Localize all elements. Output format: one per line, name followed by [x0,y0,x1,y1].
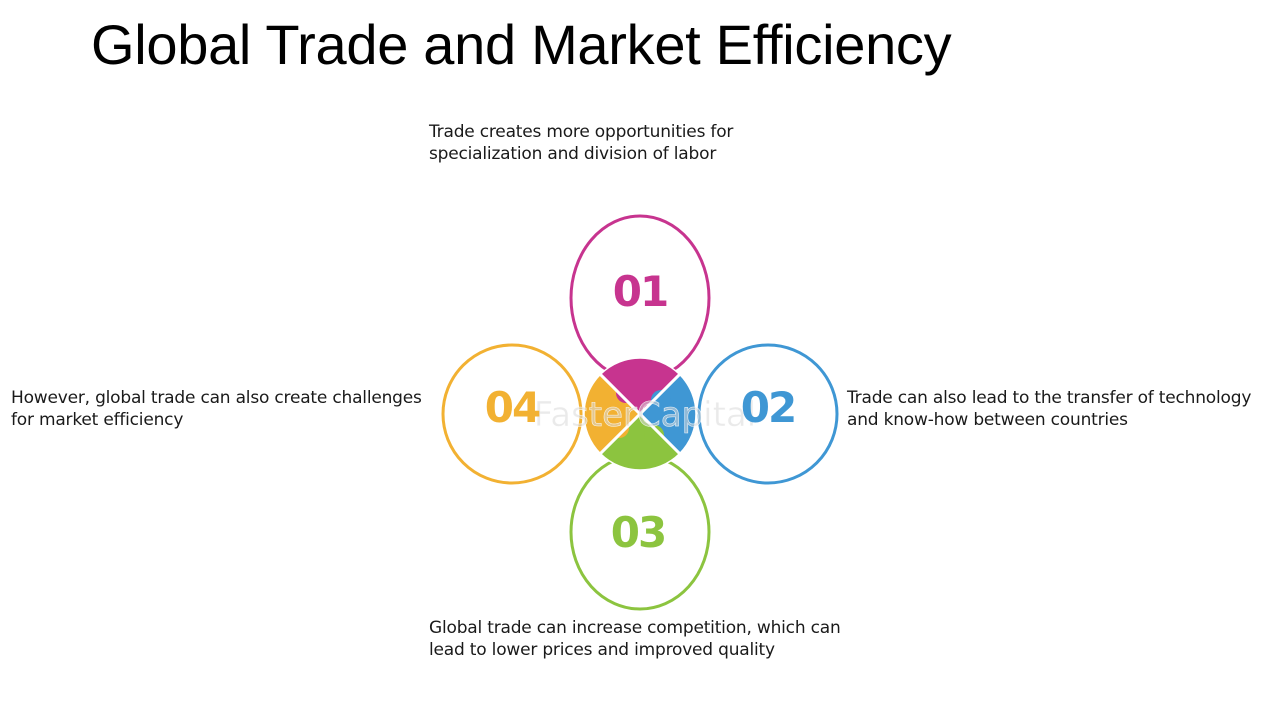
center-puzzle [583,357,697,471]
petal-02-outline [697,343,839,485]
puzzle-piece-02 [640,374,697,454]
petal-01-number: 01 [613,267,667,316]
petal-04-number: 04 [485,383,540,432]
petal-04-text-line: for market efficiency [11,410,184,430]
petal-01-description: Trade creates more opportunities for spe… [429,121,733,165]
petal-04-text-line: However, global trade can also create ch… [11,388,422,408]
petal-03-description: Global trade can increase competition, w… [429,617,841,661]
petal-03-text-line: Global trade can increase competition, w… [429,618,841,638]
page-title: Global Trade and Market Efficiency [91,13,952,76]
petal-04-outline [441,343,583,485]
petal-04-description: However, global trade can also create ch… [11,387,422,431]
puzzle-piece-01 [600,357,680,414]
petal-01-text-line: Trade creates more opportunities for [429,122,734,142]
puzzle-piece-04 [583,374,640,454]
watermark: FasterCapital [534,395,756,435]
petal-02-text-line: Trade can also lead to the transfer of t… [847,388,1252,408]
petal-01-text-line: specialization and division of labor [429,144,717,164]
puzzle-piece-03 [600,414,680,471]
petal-02-number: 02 [741,383,795,432]
petal-03-number: 03 [611,508,665,557]
petal-02-description: Trade can also lead to the transfer of t… [847,387,1251,431]
petal-03-text-line: lead to lower prices and improved qualit… [429,640,775,660]
petal-02-text-line: and know-how between countries [847,410,1128,430]
